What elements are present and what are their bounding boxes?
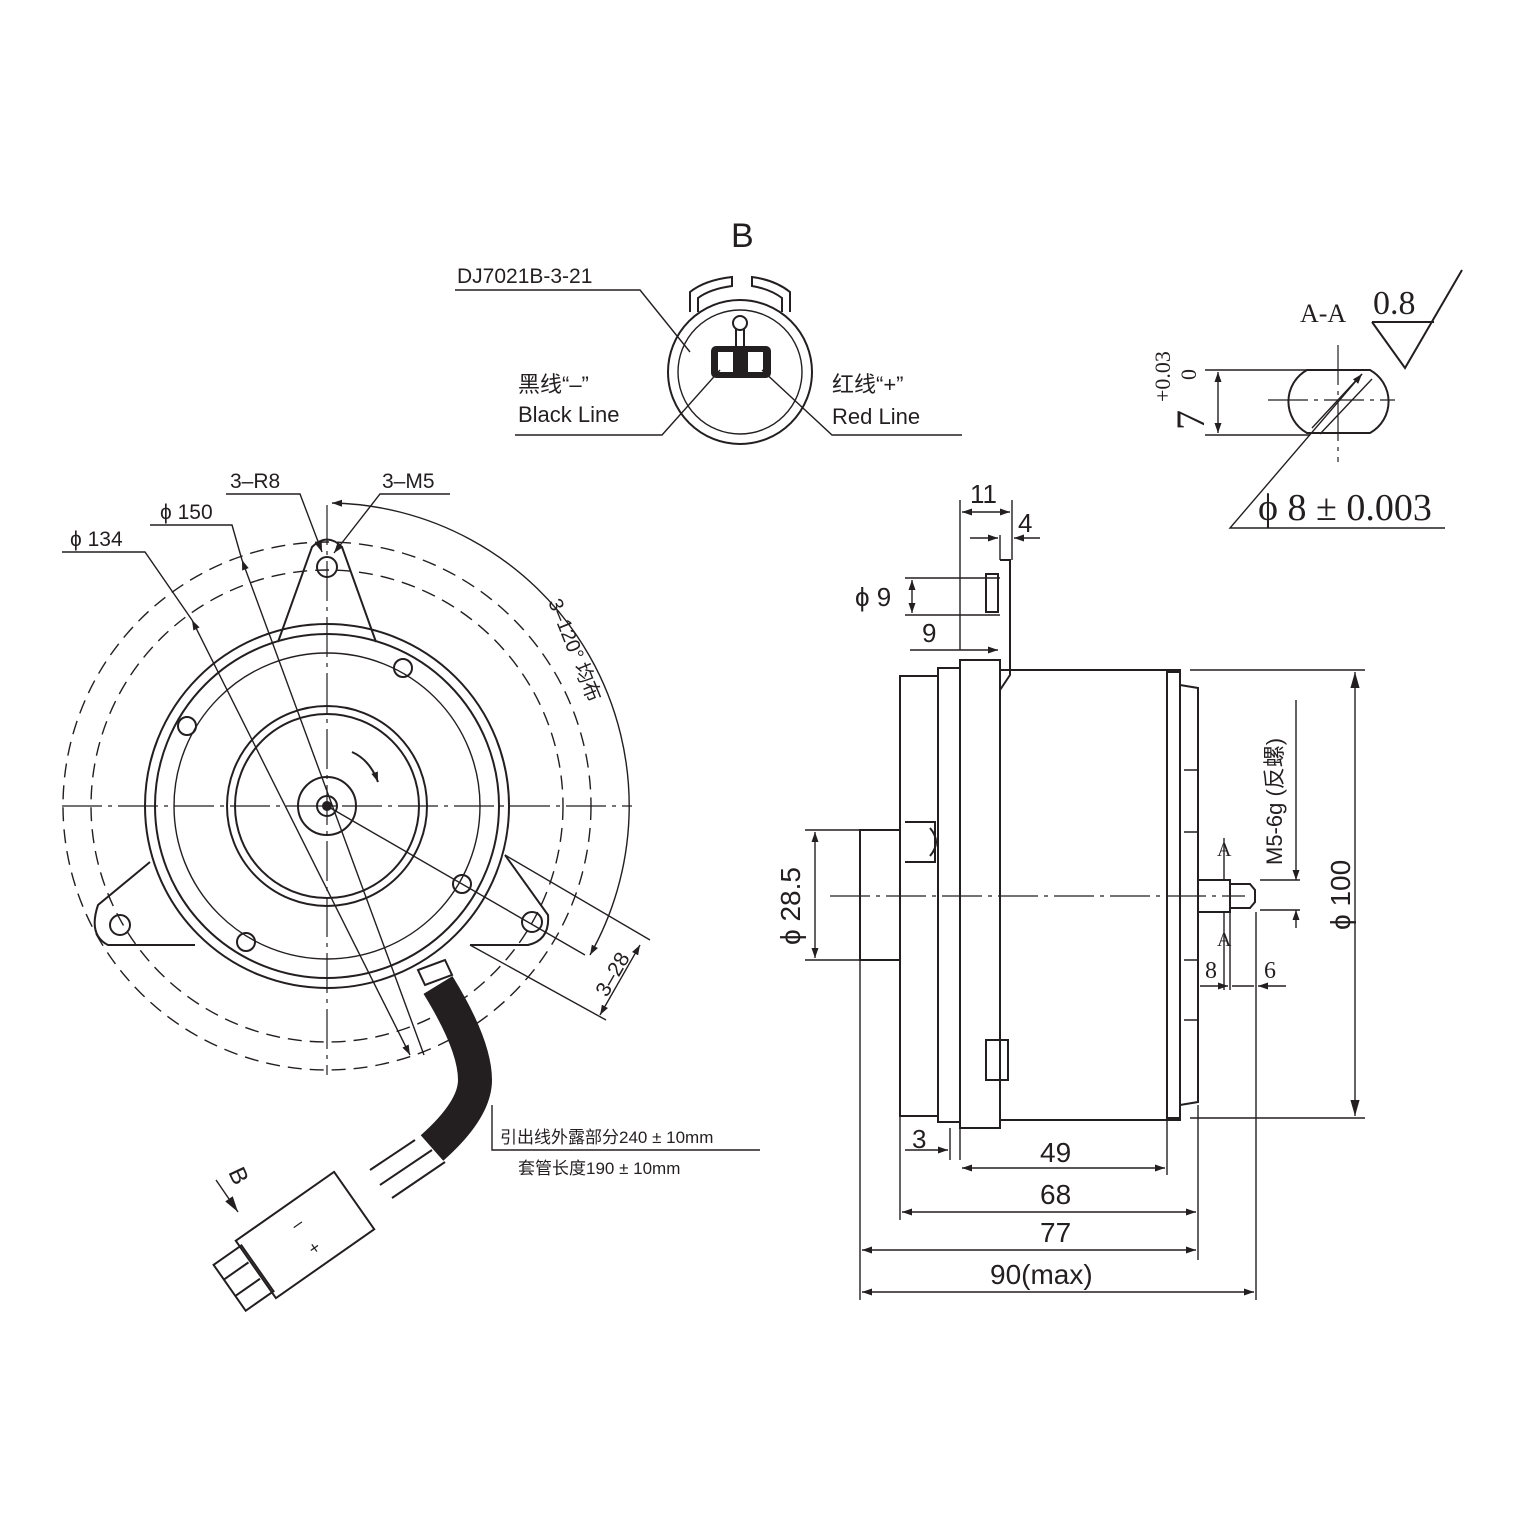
- bolt-boss-1: [393, 658, 413, 678]
- bolt-boss-2: [177, 716, 197, 736]
- shaft-thread: [1230, 883, 1256, 909]
- dim-11-label: 11: [970, 479, 997, 509]
- dim-4-label: 4: [1018, 508, 1032, 538]
- rotation-direction-arrow: [351, 751, 379, 783]
- red-line-en-label: Red Line: [832, 404, 920, 429]
- dim-68-label: 68: [1040, 1179, 1071, 1210]
- dim-49-label: 49: [1040, 1137, 1071, 1168]
- lead-exposed-note: 引出线外露部分240 ± 10mm: [500, 1128, 713, 1147]
- plug-minus-label: –: [287, 1212, 307, 1234]
- spacing-arc: [331, 499, 630, 956]
- connector-latch-right: [751, 275, 791, 312]
- view-b-arrow-label: B: [223, 1163, 254, 1189]
- lead-wires: [369, 1139, 446, 1199]
- lead-wire-sleeve: [420, 976, 493, 1161]
- dia-100-label: ϕ 100: [1325, 860, 1356, 930]
- connector-outer-ring: [667, 299, 813, 445]
- terminal-pin-black: [718, 352, 733, 372]
- mounting-lug: [999, 559, 1011, 691]
- connector-model-label: DJ7021B-3-21: [457, 265, 592, 288]
- roughness-symbol: [1371, 269, 1463, 370]
- connector-plug: – +: [212, 1170, 376, 1313]
- dia-150-label: ϕ 150: [160, 501, 213, 524]
- sleeve-length-note: 套管长度190 ± 10mm: [518, 1159, 680, 1178]
- ear-width-label: 3–28: [591, 949, 634, 1001]
- thread-label: M5-6g (反螺): [1262, 738, 1287, 865]
- shaft-diameter-label: ϕ 8 ± 0.003: [1258, 487, 1432, 529]
- dim-90-label: 90(max): [990, 1259, 1093, 1290]
- flat-tolerance-lower: 0: [1176, 369, 1201, 380]
- black-line-en-label: Black Line: [518, 402, 620, 427]
- flat-dimension-7: 7: [1168, 410, 1213, 430]
- dim-9-label: 9: [922, 618, 936, 648]
- shaft: [1197, 879, 1231, 913]
- mounting-ear-left: [93, 861, 195, 946]
- terminal-pin-red: [748, 352, 763, 372]
- dia-9-label: ϕ 9: [855, 582, 891, 612]
- cable-outlet: [985, 1039, 1009, 1081]
- roughness-value: 0.8: [1373, 285, 1416, 322]
- section-mark-a-bottom: A: [1217, 929, 1232, 951]
- front-flange: [959, 659, 1001, 1129]
- motor-front-view: ϕ 134 ϕ 150 3–R8 3–M5 3–120° 均布 3–28 – +…: [62, 470, 760, 1313]
- section-aa-label: A-A: [1300, 299, 1346, 328]
- connector-latch-left: [689, 275, 733, 312]
- shaft-cross-section: [1287, 369, 1390, 434]
- m5-label: 3–M5: [382, 470, 435, 493]
- dia-134-label: ϕ 134: [70, 528, 123, 551]
- dia-28-5-label: ϕ 28.5: [775, 867, 806, 945]
- plug-plus-label: +: [304, 1237, 324, 1259]
- rear-cover: [1179, 684, 1199, 1106]
- dim-77-label: 77: [1040, 1217, 1071, 1248]
- connector-view-b: B DJ7021B-3-21 黑线“–” Black Line 红线“+” Re…: [455, 217, 962, 445]
- connector-keyhole: [732, 315, 748, 331]
- dim-8-label: 8: [1205, 958, 1217, 984]
- motor-body: [1000, 669, 1181, 1121]
- spacing-label: 3–120° 均布: [543, 595, 605, 705]
- section-mark-a-top: A: [1217, 839, 1232, 861]
- dim-3-label: 3: [912, 1124, 926, 1154]
- view-b-arrow: [215, 1179, 239, 1213]
- black-line-cn-label: 黑线“–”: [518, 372, 589, 397]
- red-line-cn-label: 红线“+”: [832, 372, 904, 397]
- dim-6-label: 6: [1264, 958, 1276, 984]
- r8-label: 3–R8: [230, 470, 280, 493]
- front-cover: [899, 675, 939, 1117]
- connector-inner-ring: [677, 309, 803, 435]
- shaft-section-aa: A-A 0.8 7 +0.03 0 ϕ 8 ± 0.003: [1150, 269, 1463, 529]
- motor-side-view: 11 4 ϕ 9 9 ϕ 28.5 ϕ 100 M5-6g (反螺) A A 8…: [775, 479, 1365, 1300]
- flat-tolerance-upper: +0.03: [1150, 351, 1175, 402]
- front-boss: [859, 829, 901, 961]
- view-b-title: B: [731, 217, 754, 255]
